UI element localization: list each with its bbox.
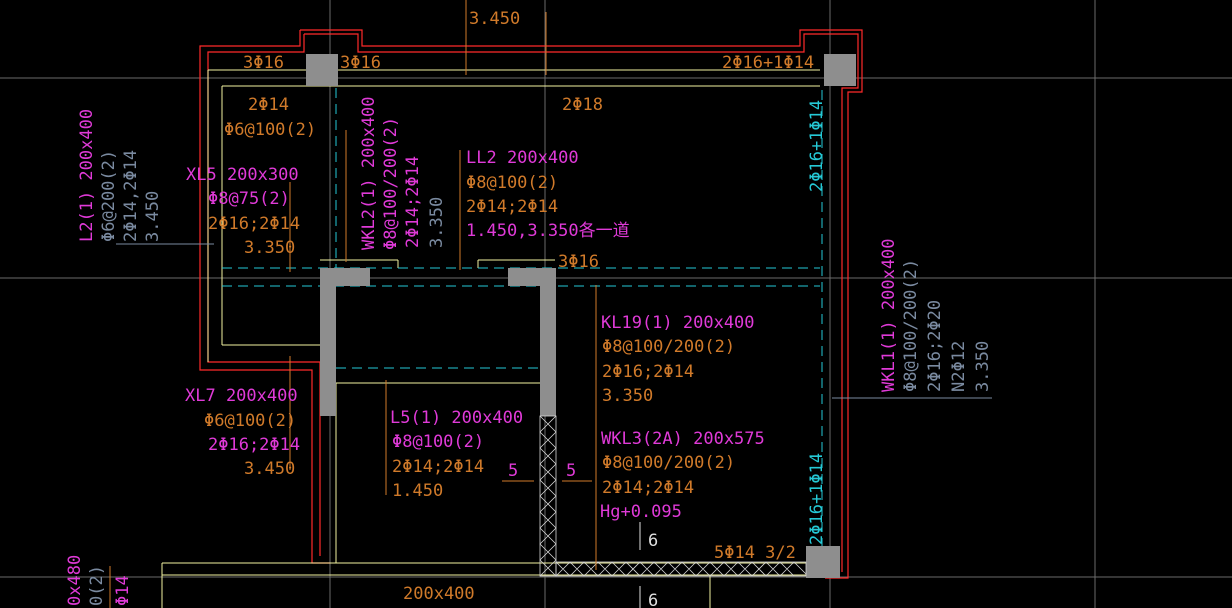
section-6-bottom: 6 <box>648 591 658 608</box>
column-bottom-right <box>806 546 840 578</box>
wkl2-elev: 3.350 <box>427 197 447 248</box>
column-top-right <box>824 54 856 86</box>
l5-bars: 2Φ14;2Φ14 <box>392 457 484 477</box>
kl19-stirrup: Φ8@100/200(2) <box>602 337 735 357</box>
wkl1-name: WKL1(1) 200x400 <box>879 238 899 392</box>
xl7-name: XL7 200x400 <box>185 386 298 406</box>
l2-name: L2(1) 200x400 <box>77 109 97 242</box>
top-bar-3phi16-left: 3Φ16 <box>243 53 284 73</box>
beam-lines <box>161 69 820 608</box>
edge-stirrup: 0(2) <box>87 565 107 606</box>
xl5-stirrup: Φ8@75(2) <box>208 189 290 209</box>
l2-elev: 3.450 <box>143 191 163 242</box>
wkl2-name: WKL2(1) 200x400 <box>359 96 379 250</box>
edge-bars: Φ14 <box>113 575 133 606</box>
kl19-elev: 3.350 <box>602 386 653 406</box>
kl19-name: KL19(1) 200x400 <box>601 313 755 333</box>
l5-name: L5(1) 200x400 <box>390 408 523 428</box>
columns <box>306 54 856 578</box>
ll2-bars: 2Φ14;2Φ14 <box>466 197 558 217</box>
wall-outline <box>199 29 863 579</box>
column-mid-left <box>320 268 336 416</box>
top-bar-2phi16: 2Φ16+1Φ14 <box>722 53 814 73</box>
ll2-stirrup: Φ8@100(2) <box>466 173 558 193</box>
masonry-hatch <box>539 415 807 577</box>
section-6-top: 6 <box>648 531 658 551</box>
top-2phi14: 2Φ14 <box>248 95 289 115</box>
leader-lines <box>109 0 992 608</box>
top-elev-label: 3.450 <box>469 9 520 29</box>
section-mark-left: 5 <box>508 461 518 481</box>
bottom-bars: 5Φ14 3/2 <box>714 543 796 563</box>
xl7-elev: 3.450 <box>244 459 295 479</box>
ll2-elev: 1.450,3.350各一道 <box>466 221 630 241</box>
right-vertical-top: 2Φ16+1Φ14 <box>807 100 827 192</box>
top-2phi18: 2Φ18 <box>562 95 603 115</box>
top-stirrup: Φ6@100(2) <box>224 120 316 140</box>
wkl2-stirrup: Φ8@100/200(2) <box>381 117 401 250</box>
top-bar-3phi16-right: 3Φ16 <box>340 53 381 73</box>
wkl3-bars: 2Φ14;2Φ14 <box>602 478 694 498</box>
kl19-bars: 2Φ16;2Φ14 <box>602 362 694 382</box>
wkl3-name: WKL3(2A) 200x575 <box>601 429 765 449</box>
column-mid-right <box>540 268 556 416</box>
edge-size: 0x480 <box>65 555 85 606</box>
wkl1-stirrup: Φ8@100/200(2) <box>901 259 921 392</box>
xl5-elev: 3.350 <box>244 238 295 258</box>
wkl1-elev: 3.350 <box>973 341 993 392</box>
l5-stirrup: Φ8@100(2) <box>392 432 484 452</box>
wkl3-elev: Hg+0.095 <box>600 502 682 522</box>
section-mark-right: 5 <box>566 461 576 481</box>
ll2-name: LL2 200x400 <box>466 148 579 168</box>
wkl1-bars: 2Φ16;2Φ20 <box>925 300 945 392</box>
mid-3phi16: 3Φ16 <box>558 252 599 272</box>
l2-bars: 2Φ14,2Φ14 <box>121 150 141 242</box>
xl5-name: XL5 200x300 <box>186 165 299 185</box>
xl7-bars: 2Φ16;2Φ14 <box>208 435 300 455</box>
wkl3-stirrup: Φ8@100/200(2) <box>602 453 735 473</box>
l5-elev: 1.450 <box>392 481 443 501</box>
right-vertical-bottom: 2Φ16+1Φ14 <box>807 453 827 545</box>
xl5-bars: 2Φ16;2Φ14 <box>208 214 300 234</box>
xl7-stirrup: Φ6@100(2) <box>204 411 296 431</box>
column-top-left <box>306 54 338 86</box>
wkl1-torsion: N2Φ12 <box>949 341 969 392</box>
l2-stirrup: Φ6@200(2) <box>99 150 119 242</box>
bottom-size: 200x400 <box>403 584 475 604</box>
annotations: 3.450 3Φ16 3Φ16 2Φ16+1Φ14 2Φ14 Φ6@100(2)… <box>65 9 993 608</box>
wkl2-bars: 2Φ14;2Φ14 <box>403 156 423 248</box>
